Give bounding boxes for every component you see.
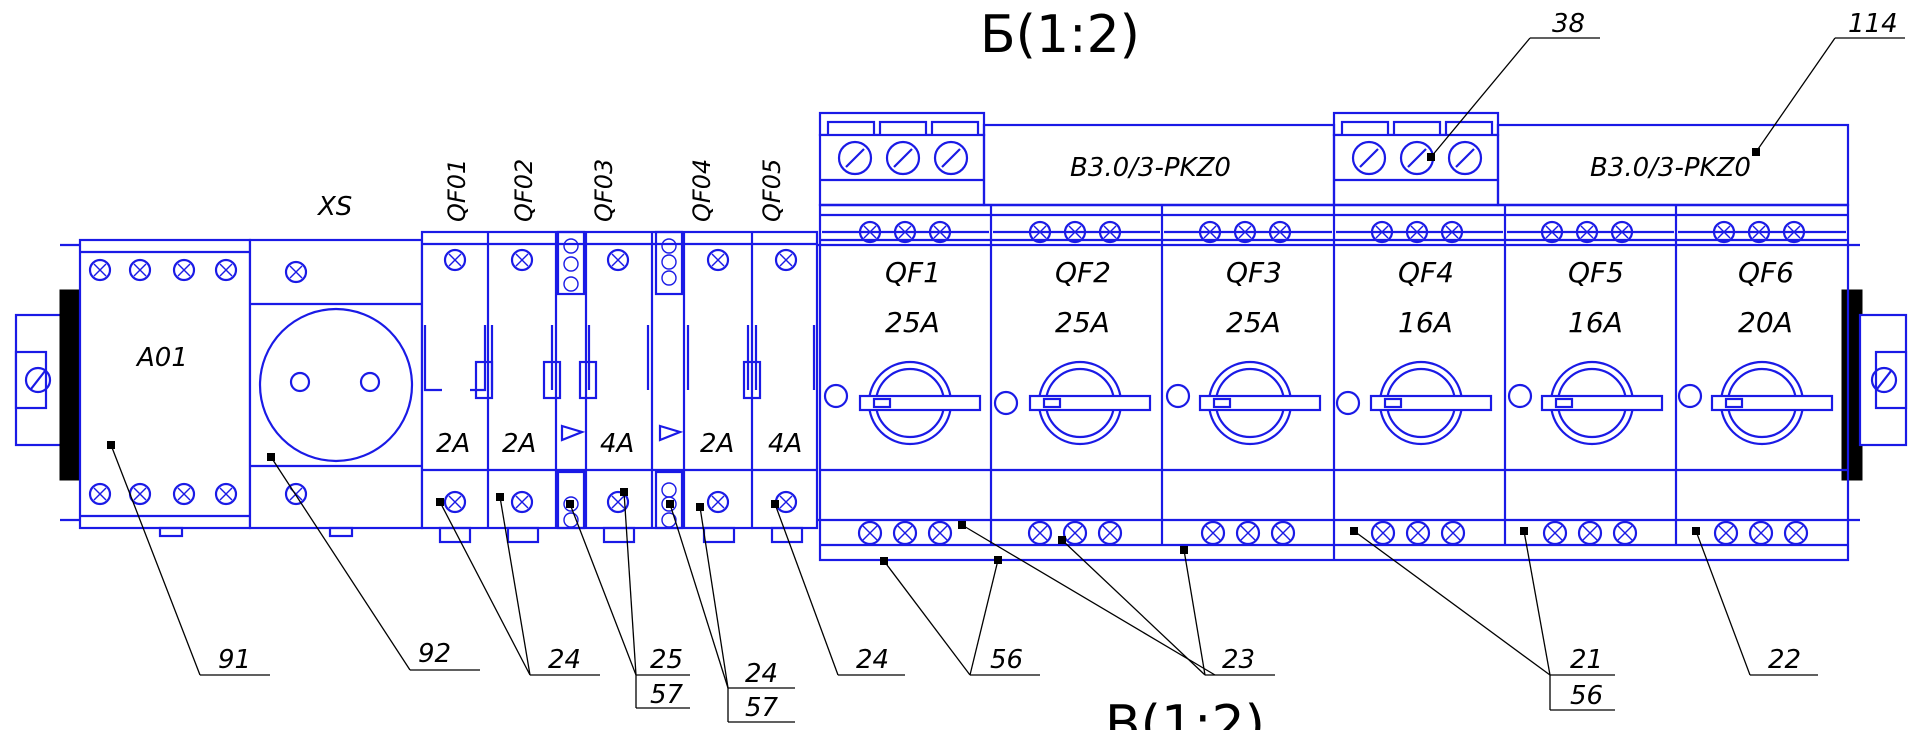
terminal-row-bottom	[88, 482, 238, 506]
motor-breakers: QF1 25A QF2 25A	[818, 203, 1850, 562]
breaker-qf1: QF1 25A	[822, 220, 989, 546]
callout-25: 25	[650, 645, 683, 675]
breaker-name: QF2	[1055, 256, 1111, 289]
breaker-rating: 25A	[1055, 306, 1110, 339]
right-end-stop	[1841, 289, 1908, 481]
callout-38: 38	[1552, 9, 1585, 39]
model-label-1: B3.0/3-PKZ0	[1070, 153, 1231, 183]
rating-qf01: 2A	[436, 429, 470, 459]
socket-icon	[258, 307, 414, 463]
breaker-qf4: QF4 16A	[1335, 220, 1503, 546]
end-clamp	[59, 289, 81, 481]
screw-icon	[933, 140, 969, 176]
callout-21: 21	[1570, 645, 1603, 675]
breaker-rating: 16A	[1568, 306, 1623, 339]
callout-57a: 57	[650, 680, 684, 710]
callout-24b: 24	[745, 659, 778, 689]
breaker-rating: 20A	[1738, 306, 1793, 339]
screw-icon	[1677, 383, 1703, 409]
module-xs-socket: XS	[248, 192, 424, 538]
screw-icon	[993, 390, 1019, 416]
callout-24a: 24	[548, 645, 581, 675]
screw-icon	[1447, 140, 1483, 176]
breaker-name: QF6	[1738, 256, 1794, 289]
breaker-name: QF4	[1398, 256, 1454, 289]
breaker-name: QF1	[885, 256, 941, 289]
breaker-qf5: QF5 16A	[1507, 220, 1674, 546]
screw-icon	[885, 140, 921, 176]
rating-qf05: 4A	[768, 429, 802, 459]
screw-icon	[823, 383, 849, 409]
label-qf05: QF05	[758, 159, 786, 222]
screw-icon	[1870, 366, 1898, 394]
view-title-top: Б(1:2)	[980, 5, 1140, 65]
left-end-stop	[14, 289, 81, 481]
callout-114: 114	[1848, 9, 1898, 39]
breaker-name: QF5	[1568, 256, 1624, 289]
rating-qf04: 2A	[700, 429, 734, 459]
callout-57b: 57	[745, 693, 779, 723]
breaker-qf6: QF6 20A	[1677, 220, 1846, 546]
breaker-qf3: QF3 25A	[1164, 220, 1332, 546]
breaker-name: QF3	[1226, 256, 1282, 289]
screw-icon	[837, 140, 873, 176]
module-a01: A01	[78, 238, 252, 538]
screw-icon	[24, 366, 52, 394]
breaker-qf2: QF2 25A	[993, 220, 1160, 546]
callout-24c: 24	[856, 645, 889, 675]
label-xs: XS	[316, 192, 352, 222]
label-qf03: QF03	[590, 159, 618, 222]
screw-icon	[1165, 383, 1191, 409]
terminal-row-top	[88, 258, 238, 282]
model-label-2: B3.0/3-PKZ0	[1590, 153, 1751, 183]
breaker-rating: 25A	[1226, 306, 1281, 339]
callout-56b: 56	[1570, 681, 1603, 711]
callout-23: 23	[1222, 645, 1255, 675]
callout-56a: 56	[990, 645, 1023, 675]
rating-qf02: 2A	[502, 429, 536, 459]
small-breakers: QF01 QF02 QF03 QF04 QF05 2A 2A 4A 2A 4A	[420, 159, 819, 544]
callout-22: 22	[1768, 645, 1801, 675]
callout-92: 92	[418, 639, 451, 669]
view-title-bottom: В(1:2)	[1105, 695, 1265, 730]
label-a01: A01	[135, 343, 188, 373]
screw-icon	[1351, 140, 1387, 176]
screw-icon	[1335, 390, 1361, 416]
label-qf01: QF01	[443, 159, 471, 222]
screw-icon	[1507, 383, 1533, 409]
label-qf04: QF04	[688, 159, 716, 222]
callout-91: 91	[218, 645, 251, 675]
breaker-rating: 25A	[885, 306, 940, 339]
rating-qf03: 4A	[600, 429, 634, 459]
label-qf02: QF02	[510, 159, 538, 222]
busbar-top-1	[818, 111, 986, 207]
busbar-top-2	[1332, 111, 1500, 207]
callouts: 38 114 91 92 24 25 57	[107, 9, 1905, 723]
breaker-rating: 16A	[1398, 306, 1453, 339]
